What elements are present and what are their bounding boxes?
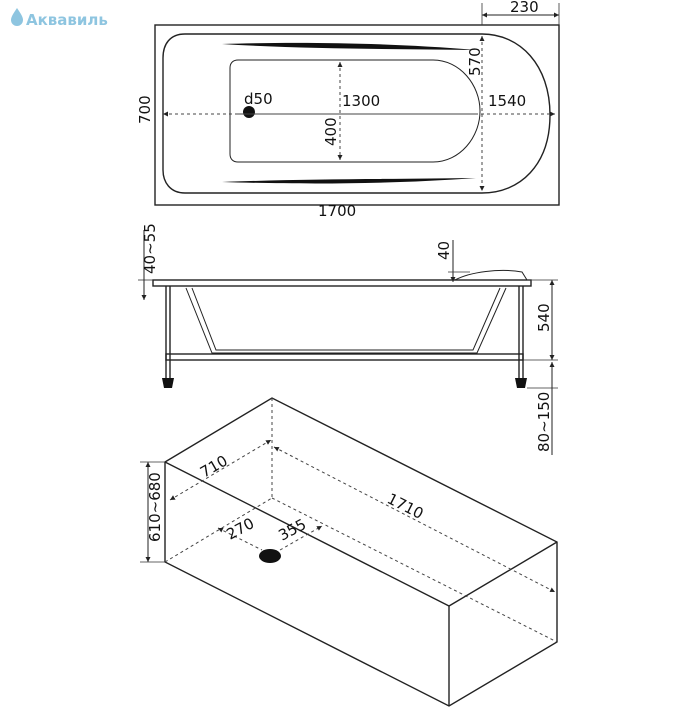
dim-40: 40	[435, 241, 453, 260]
top-view: 230 700 1700 d50 1300 400 570 1540	[136, 0, 560, 220]
width-dim-line	[169, 439, 272, 501]
tub-outline-top	[154, 24, 560, 206]
side-view: 40~55 40 540 80~150	[138, 223, 558, 455]
brand-name: Аквавиль	[26, 11, 108, 29]
headrest-bump	[454, 269, 528, 281]
dim-1700: 1700	[318, 202, 356, 220]
frame-rail	[165, 353, 524, 361]
tub-body-side	[185, 287, 507, 354]
dim-355: 355	[275, 515, 309, 544]
dim-230: 230	[510, 0, 539, 16]
rim	[152, 279, 532, 287]
dim-700: 700	[136, 95, 154, 124]
iso-top-end	[448, 541, 558, 607]
bowl-contour	[162, 33, 551, 194]
iso-view: 610~680 710 1710 270 355	[140, 397, 558, 707]
iso-drain	[259, 549, 281, 563]
length-dim-line	[273, 446, 556, 593]
dim-1710: 1710	[384, 490, 426, 523]
iso-hidden-bottom-long	[271, 497, 558, 643]
drain-end-offset-line	[279, 525, 323, 551]
dim-570: 570	[466, 47, 484, 76]
drain-side-offset-line	[217, 527, 263, 551]
upper-armrest-shade	[222, 42, 476, 50]
dim-1300: 1300	[342, 92, 380, 110]
water-drop-icon	[11, 8, 23, 26]
dim-710: 710	[197, 452, 231, 482]
inner-bottom	[229, 59, 481, 163]
dim-80-150: 80~150	[535, 392, 553, 452]
lower-armrest-shade	[222, 178, 476, 184]
dim-540: 540	[535, 303, 553, 332]
foot-right	[515, 378, 527, 388]
foot-left	[162, 378, 174, 388]
tub-body-inner	[191, 287, 501, 351]
iso-box-outline	[164, 397, 558, 707]
dim-d50: d50	[244, 90, 273, 108]
dim-1540: 1540	[488, 92, 526, 110]
brand-logo: Аквавиль	[11, 8, 108, 29]
dim-610-680: 610~680	[146, 472, 164, 542]
dim-40-55: 40~55	[141, 223, 159, 274]
dim-400: 400	[322, 117, 340, 146]
